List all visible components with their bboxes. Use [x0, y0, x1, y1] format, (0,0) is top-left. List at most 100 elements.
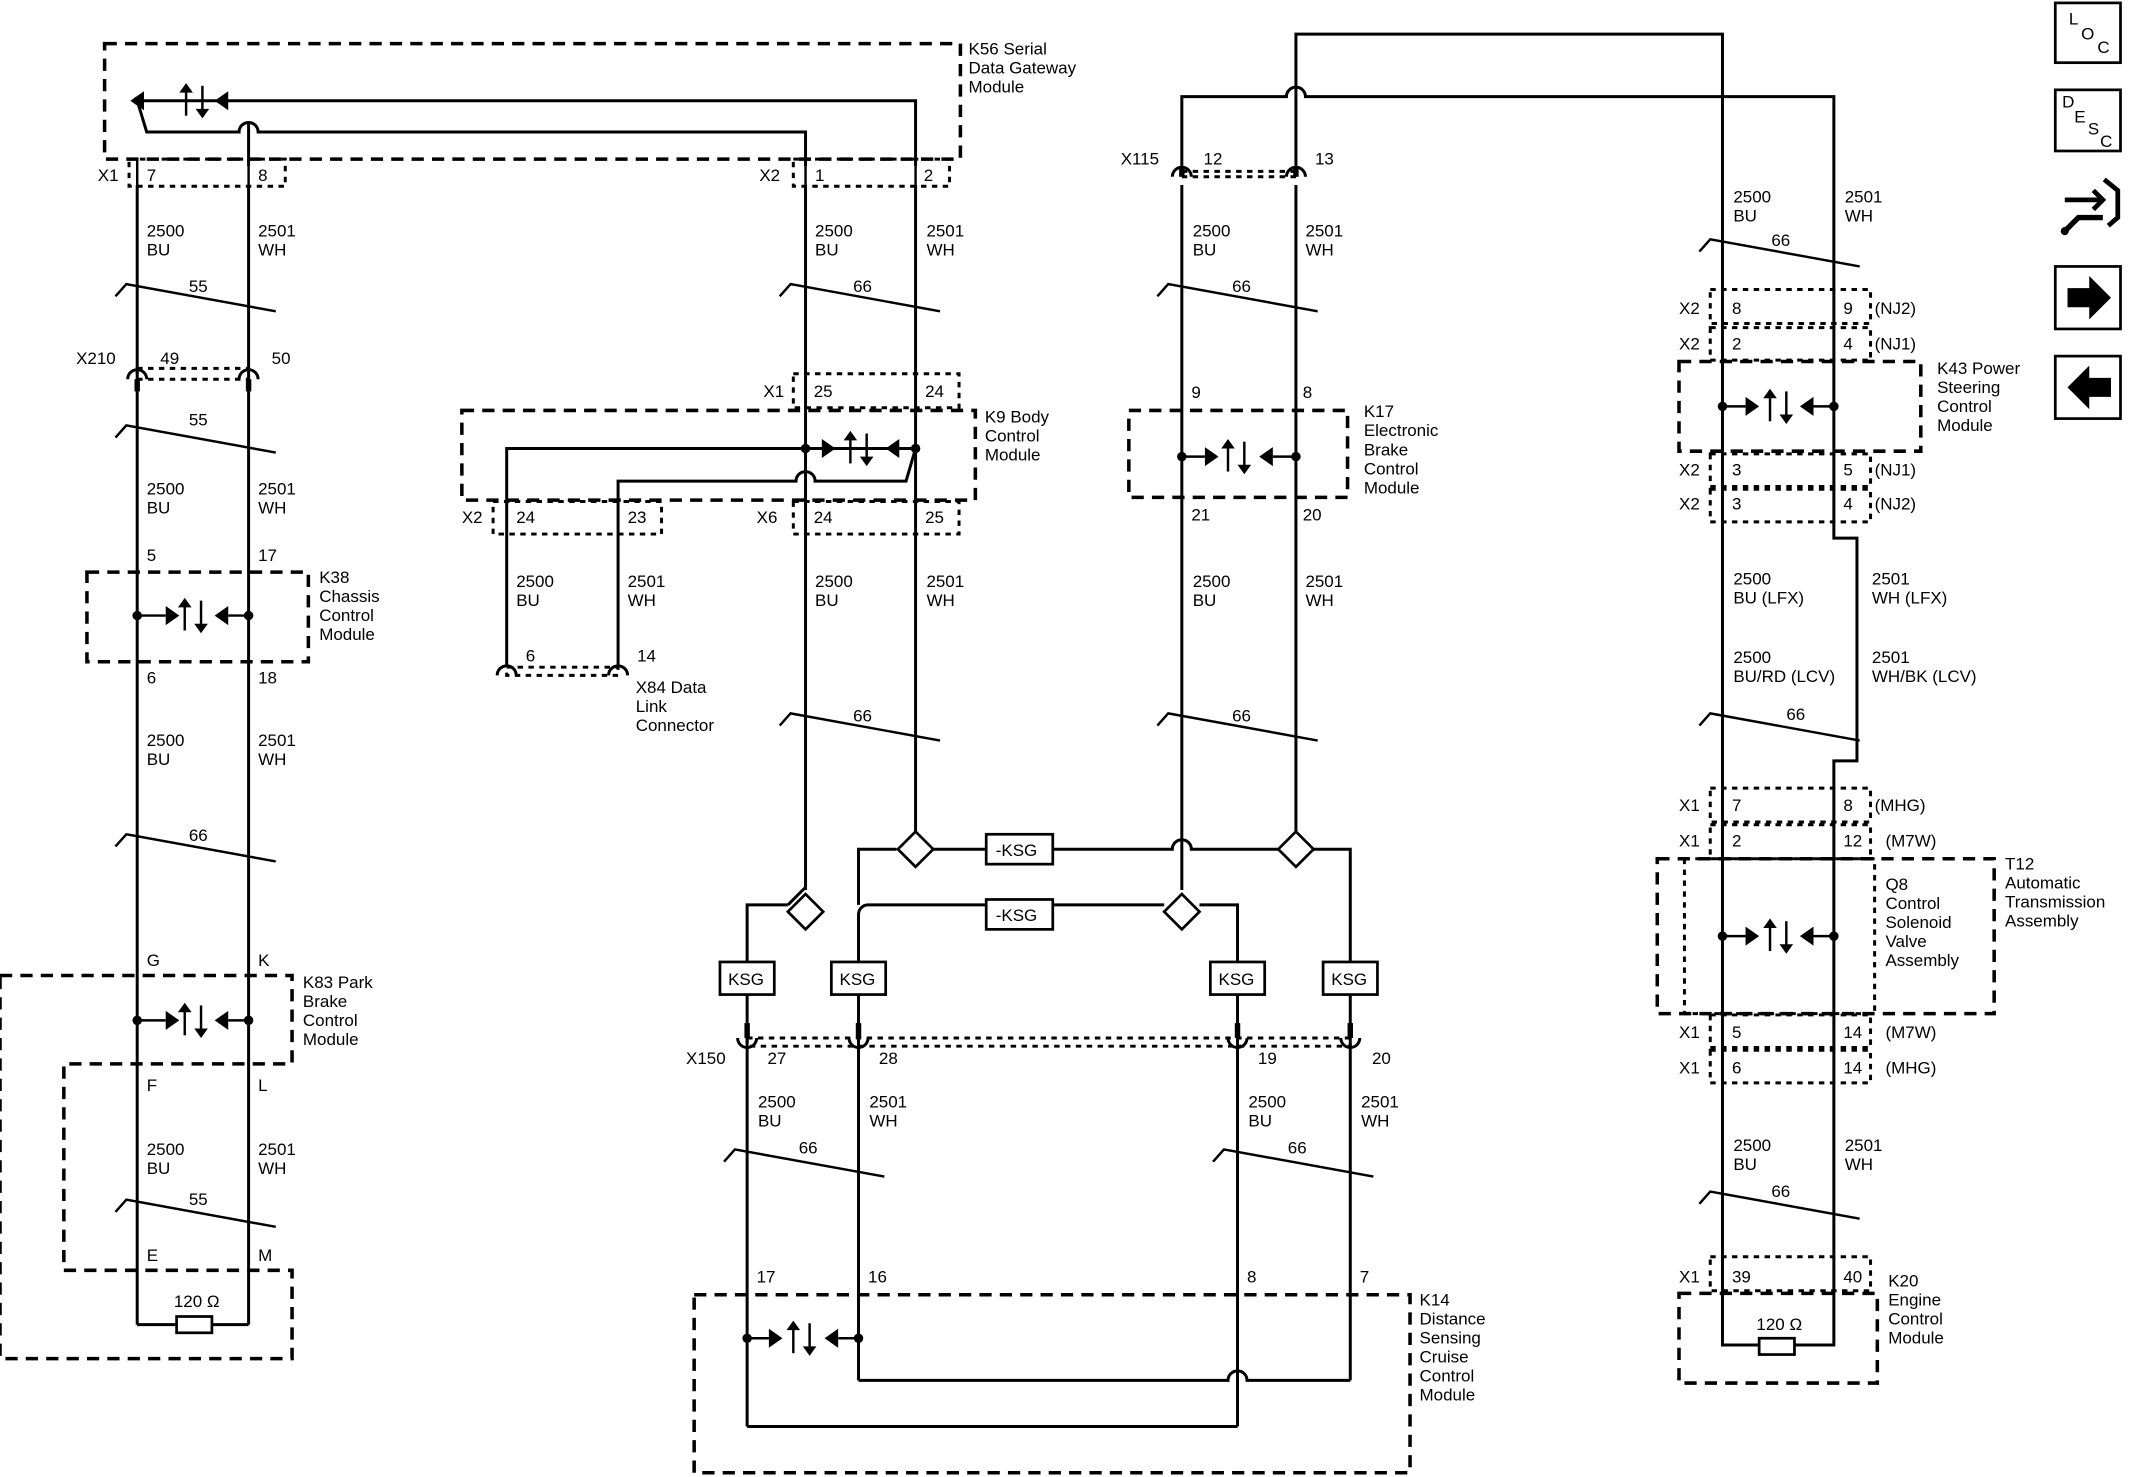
navigation-panel: L O C D E S C [2053, 1, 2122, 420]
svg-text:K: K [258, 951, 270, 970]
resistor-label-k20: 120 Ω [1756, 1315, 1802, 1334]
desc-letter: S [2088, 120, 2099, 139]
twist-label: 66 [853, 277, 872, 296]
previous-page-button[interactable] [2053, 354, 2122, 420]
svg-text:M: M [258, 1246, 272, 1265]
svg-text:G: G [147, 951, 160, 970]
svg-text:6: 6 [526, 647, 535, 666]
svg-text:(MHG): (MHG) [1885, 1058, 1936, 1077]
splice-diamond [895, 829, 936, 869]
svg-text:8: 8 [1303, 383, 1312, 402]
svg-text:39: 39 [1732, 1268, 1751, 1287]
no-splice-label: -KSG [996, 841, 1038, 860]
connector-tool-icon[interactable] [2055, 168, 2121, 251]
svg-text:X1: X1 [763, 382, 784, 401]
svg-text:2: 2 [1732, 831, 1741, 850]
svg-text:X150: X150 [686, 1049, 726, 1068]
desc-button[interactable]: D E S C [2053, 88, 2122, 153]
svg-text:X1: X1 [1679, 1023, 1700, 1042]
svg-text:17: 17 [258, 546, 277, 565]
splice-label: KSG [728, 970, 764, 989]
svg-text:(NJ1): (NJ1) [1875, 334, 1916, 353]
svg-text:X1: X1 [98, 166, 119, 185]
next-page-button[interactable] [2053, 265, 2122, 331]
svg-text:8: 8 [1843, 796, 1852, 815]
desc-letter: C [2100, 132, 2112, 151]
svg-text:(M7W): (M7W) [1885, 1023, 1936, 1042]
loc-letter: C [2097, 38, 2109, 57]
splice-label: KSG [840, 970, 876, 989]
svg-text:7: 7 [1732, 796, 1741, 815]
pin-labels: 7 8 1 2 49 50 5 17 6 18 G K F L E M 25 2… [147, 150, 1863, 1287]
resistors: 120 Ω 120 Ω [174, 1292, 1802, 1356]
svg-text:X1: X1 [1679, 1058, 1700, 1077]
twist-label: 55 [189, 277, 208, 296]
svg-text:17: 17 [757, 1268, 776, 1287]
desc-letter: E [2074, 107, 2085, 126]
dashed-frames [0, 41, 1996, 1475]
svg-text:20: 20 [1303, 505, 1322, 524]
svg-text:14: 14 [1843, 1023, 1862, 1042]
svg-text:(MHG): (MHG) [1875, 796, 1926, 815]
svg-text:5: 5 [147, 546, 156, 565]
pin-dividers [135, 159, 1836, 1291]
svg-text:X2: X2 [1679, 334, 1700, 353]
svg-text:23: 23 [628, 508, 647, 527]
desc-letter: D [2062, 93, 2074, 112]
svg-text:X1: X1 [1679, 831, 1700, 850]
svg-text:21: 21 [1191, 505, 1210, 524]
svg-text:50: 50 [272, 349, 291, 368]
svg-text:25: 25 [814, 382, 833, 401]
wire-runs [135, 32, 1859, 1429]
splice-diamond [785, 892, 826, 932]
twist-label: 66 [1232, 707, 1251, 726]
svg-text:40: 40 [1843, 1268, 1862, 1287]
svg-text:28: 28 [879, 1049, 898, 1068]
twist-label: 66 [853, 707, 872, 726]
twist-label: 66 [1786, 705, 1805, 724]
connector-labels: X1 X2 X210 X1 X2 X6 X115 X150 X2 X2 X2 X… [76, 150, 1936, 1287]
twist-labels: 55 55 66 55 66 66 66 66 66 66 66 66 66 [189, 231, 1805, 1209]
svg-text:24: 24 [814, 508, 833, 527]
svg-text:13: 13 [1315, 150, 1334, 169]
svg-text:1: 1 [815, 166, 824, 185]
svg-text:20: 20 [1372, 1049, 1391, 1068]
svg-text:8: 8 [258, 166, 267, 185]
svg-text:4: 4 [1843, 495, 1852, 514]
twist-label: 66 [1771, 231, 1790, 250]
svg-text:7: 7 [1360, 1268, 1369, 1287]
loc-letter: L [2069, 10, 2078, 29]
svg-text:14: 14 [637, 647, 656, 666]
terminating-resistor-k20 [1757, 1336, 1796, 1356]
svg-text:5: 5 [1732, 1023, 1741, 1042]
twist-label: 55 [189, 410, 208, 429]
twist-label: 66 [1232, 277, 1251, 296]
svg-text:9: 9 [1843, 299, 1852, 318]
arrow-left-icon [2067, 365, 2111, 410]
loc-button[interactable]: L O C [2053, 1, 2122, 65]
